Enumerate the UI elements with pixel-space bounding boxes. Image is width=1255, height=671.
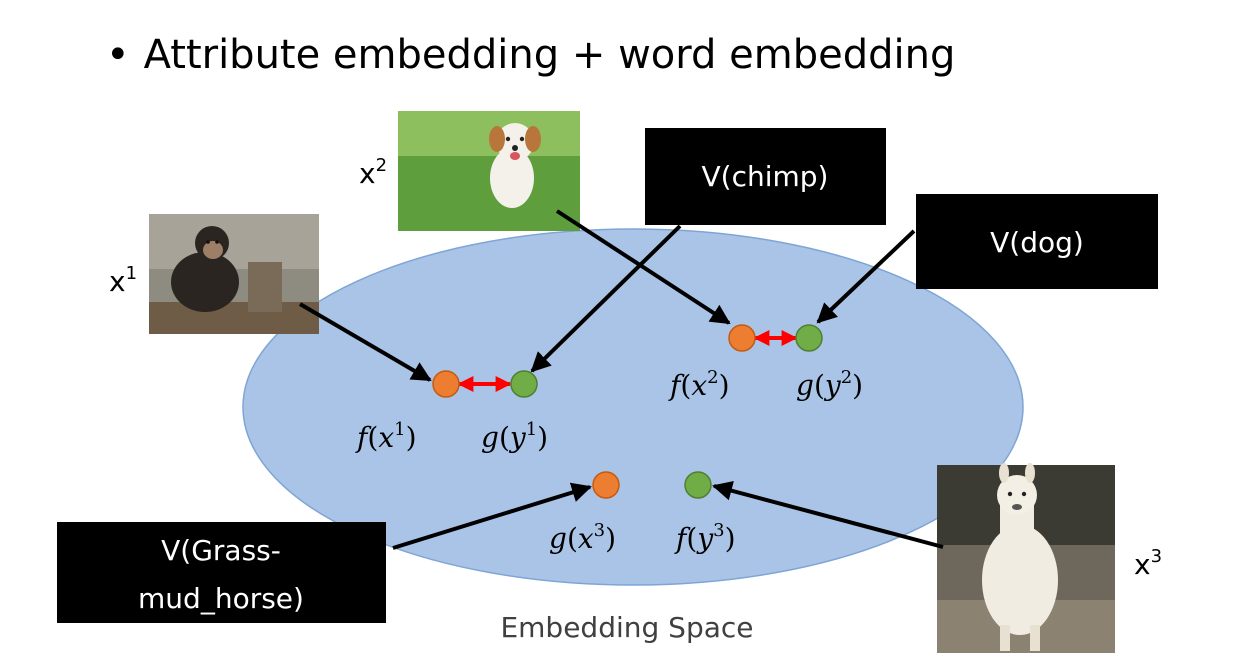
title-text: Attribute embedding + word embedding <box>143 32 956 78</box>
label-x1-sup: 1 <box>126 263 137 284</box>
label-x1-base: x <box>109 265 126 298</box>
point-f-x2 <box>728 324 756 352</box>
label-x1: x1 <box>109 263 137 298</box>
label-x3: x3 <box>1134 546 1162 581</box>
word-box-grass-line1: V(Grass- <box>161 534 281 567</box>
slide-title: • Attribute embedding + word embedding <box>106 32 955 78</box>
label-x2-base: x <box>359 157 376 190</box>
label-x2: x2 <box>359 155 387 190</box>
chimp-image <box>149 214 319 334</box>
word-box-chimp: V(chimp) <box>645 128 886 225</box>
point-g-y2 <box>795 324 823 352</box>
label-x3-sup: 3 <box>1151 546 1162 567</box>
arrow-x1-to-f-x1 <box>298 302 432 382</box>
dog-image <box>398 111 580 231</box>
point-f-y3 <box>684 471 712 499</box>
word-box-dog: V(dog) <box>916 194 1158 289</box>
label-g-y2: g(y2) <box>796 367 863 402</box>
label-f-y3: f(y3) <box>674 520 736 555</box>
label-g-x3: g(x3) <box>549 520 616 555</box>
label-f-x2: f(x2) <box>668 367 730 402</box>
word-box-dog-label: V(dog) <box>990 226 1084 259</box>
point-g-y1 <box>510 370 538 398</box>
arrow-x2-to-f-x2 <box>555 209 731 325</box>
embedding-space-caption: Embedding Space <box>500 611 753 644</box>
word-box-grass-mud-horse: V(Grass- mud_horse) <box>57 522 386 623</box>
alpaca-image <box>937 463 1115 653</box>
bullet-icon: • <box>106 32 130 78</box>
label-x2-sup: 2 <box>376 155 387 176</box>
arrow-dog-to-g-y2 <box>816 229 916 324</box>
arrow-chimp-to-g-y1 <box>530 224 682 373</box>
word-box-chimp-label: V(chimp) <box>702 160 829 193</box>
word-box-grass-line2: mud_horse) <box>138 582 304 615</box>
point-f-x1 <box>432 370 460 398</box>
label-x3-base: x <box>1134 548 1151 581</box>
arrow-grass-to-g-x3 <box>392 482 592 550</box>
point-g-x3 <box>592 471 620 499</box>
arrow-x3-to-f-y3 <box>712 480 944 549</box>
label-f-x1: f(x1) <box>355 419 417 454</box>
label-g-y1: g(y1) <box>481 419 548 454</box>
